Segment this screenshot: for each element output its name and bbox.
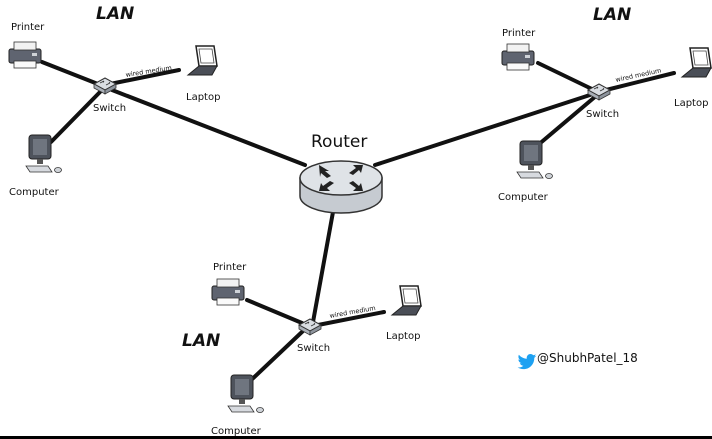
printer-label: Printer bbox=[11, 22, 45, 33]
line-laptop2-switch2 bbox=[604, 71, 676, 92]
laptop-label: Laptop bbox=[386, 331, 420, 342]
line-computer3-switch3 bbox=[246, 329, 305, 385]
printer-icon bbox=[211, 278, 245, 306]
computer-icon bbox=[227, 374, 264, 413]
line-printer1-switch1 bbox=[40, 60, 105, 88]
bottom-border bbox=[0, 436, 712, 439]
lan-top-right: LAN Printer Laptop Computer Switch wired… bbox=[498, 5, 712, 203]
twitter-handle[interactable]: @ShubhPatel_18 bbox=[537, 351, 638, 365]
laptop-icon bbox=[391, 285, 422, 316]
printer-label: Printer bbox=[502, 28, 536, 39]
line-switch1-router bbox=[110, 88, 307, 167]
switch-label: Switch bbox=[586, 109, 619, 120]
credit: @ShubhPatel_18 bbox=[517, 351, 638, 370]
router-arrows-icon bbox=[319, 165, 363, 191]
line-printer3-switch3 bbox=[245, 298, 304, 325]
line-printer2-switch2 bbox=[536, 61, 596, 92]
computer-label: Computer bbox=[498, 192, 549, 203]
laptop-icon bbox=[187, 45, 218, 76]
lan-title: LAN bbox=[182, 331, 220, 351]
router-label: Router bbox=[311, 132, 367, 152]
printer-icon bbox=[501, 43, 535, 71]
twitter-bird-icon[interactable] bbox=[517, 354, 537, 370]
lan-bottom: LAN Printer Laptop Computer Switch wired… bbox=[182, 262, 422, 437]
lan-title: LAN bbox=[96, 4, 134, 24]
laptop-label: Laptop bbox=[674, 98, 708, 109]
line-computer2-switch2 bbox=[536, 94, 598, 147]
printer-icon bbox=[8, 41, 42, 69]
lan-top-left: LAN Printer Laptop Computer Switch wired… bbox=[8, 4, 220, 198]
computer-icon bbox=[516, 140, 553, 179]
printer-label: Printer bbox=[213, 262, 247, 273]
computer-label: Computer bbox=[9, 187, 60, 198]
computer-icon bbox=[25, 134, 62, 173]
line-switch2-router bbox=[373, 92, 595, 167]
line-computer1-switch1 bbox=[49, 90, 102, 144]
line-laptop1-switch1 bbox=[108, 68, 181, 86]
laptop-label: Laptop bbox=[186, 92, 220, 103]
switch-label: Switch bbox=[93, 103, 126, 114]
line-router-switch3 bbox=[311, 210, 335, 324]
computer-label: Computer bbox=[211, 426, 262, 437]
laptop-icon bbox=[681, 47, 712, 78]
router bbox=[299, 160, 383, 214]
switch-label: Switch bbox=[297, 343, 330, 354]
line-laptop3-switch3 bbox=[316, 310, 386, 327]
lan-title: LAN bbox=[593, 5, 631, 25]
connections bbox=[40, 60, 676, 385]
